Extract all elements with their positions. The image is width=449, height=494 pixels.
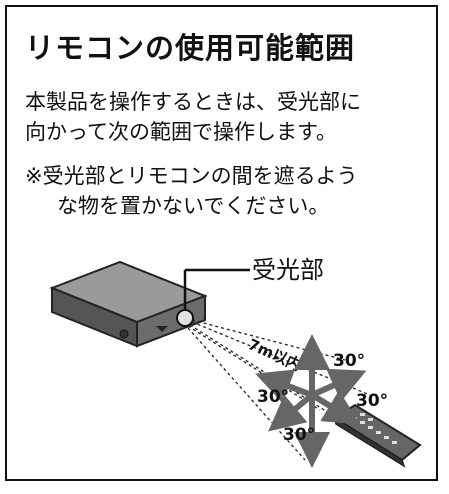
- receiver-sensor-icon: [176, 309, 194, 327]
- angle-label-right: 30°: [356, 391, 388, 411]
- description-line-1: 本製品を操作するときは、受光部に: [25, 90, 361, 114]
- angle-label-bottom: 30°: [283, 425, 315, 445]
- logo-icon: [156, 326, 168, 332]
- section-title: リモコンの使用可能範囲: [25, 31, 356, 65]
- note-line-1: ※受光部とリモコンの間を遮るよう: [25, 164, 358, 188]
- angle-label-top: 30°: [333, 351, 365, 371]
- receiver-label: 受光部: [252, 256, 324, 284]
- power-button-icon: [119, 329, 129, 339]
- note-line-2: な物を置かないでください。: [57, 194, 330, 218]
- device-illustration: [49, 260, 208, 348]
- angle-label-left: 30°: [257, 387, 289, 407]
- range-lines: [187, 319, 371, 461]
- remote-control-illustration: [333, 403, 422, 468]
- description-line-2: 向かって次の範囲で操作します。: [25, 120, 337, 144]
- device-front: [136, 294, 206, 348]
- direction-arrows: [255, 334, 367, 468]
